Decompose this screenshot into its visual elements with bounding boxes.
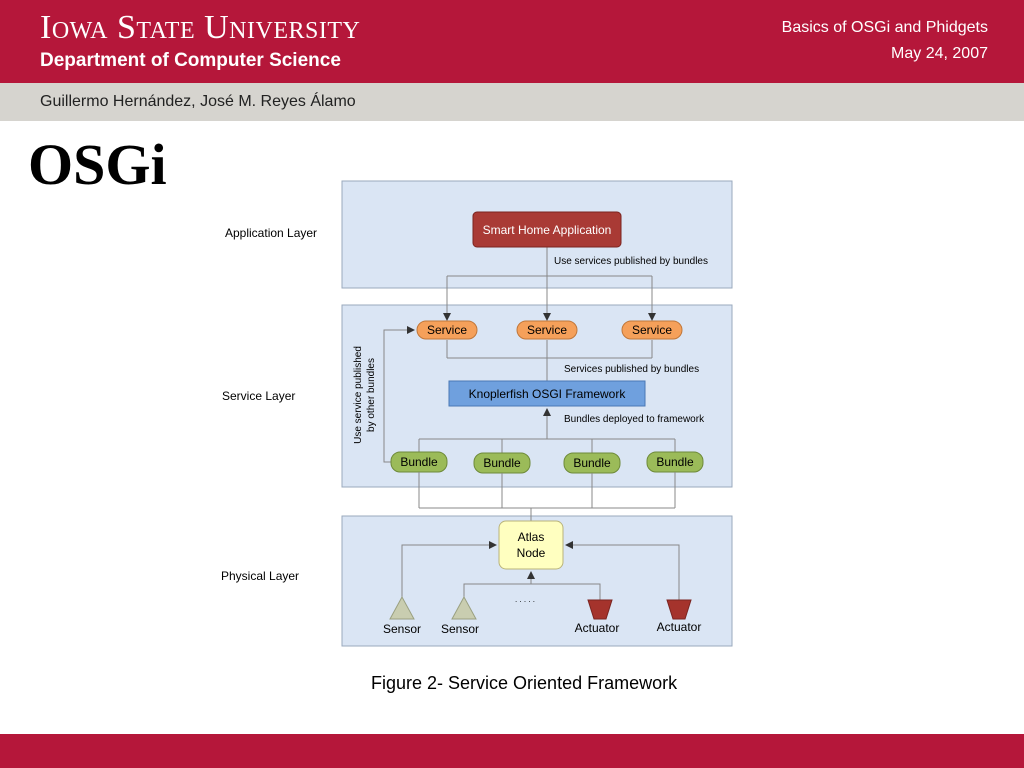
device-atlas-connectors	[401, 541, 680, 600]
bundle-framework-connectors	[418, 408, 676, 453]
slide-title: OSGi	[28, 132, 167, 197]
bundle-pill-2: Bundle	[473, 452, 531, 474]
bundle-pill-1: Bundle	[390, 451, 448, 473]
service-pill-1: Service	[416, 320, 478, 340]
footer-bar	[0, 734, 1024, 768]
sensor-label-1: Sensor	[383, 622, 421, 636]
sensor-icon-2	[451, 595, 477, 620]
atlas-label-line2: Node	[517, 546, 546, 560]
service-label-3: Service	[632, 323, 672, 337]
service-label-1: Service	[427, 323, 467, 337]
vertical-label-line2: by other bundles	[366, 358, 377, 432]
bundle-label-1: Bundle	[400, 455, 438, 469]
use-services-label: Use services published by bundles	[554, 256, 708, 267]
actuator-icon-2	[666, 599, 692, 620]
sensor-icon-1	[389, 595, 415, 620]
bundle-pill-3: Bundle	[563, 452, 621, 474]
bundle-atlas-connectors	[418, 472, 676, 521]
bundle-pill-4: Bundle	[646, 451, 704, 473]
sensor-label-2: Sensor	[441, 622, 479, 636]
smart-home-application-box	[472, 211, 622, 248]
actuator-label-2: Actuator	[657, 620, 702, 634]
framework-service-connectors	[446, 340, 653, 381]
service-pill-2: Service	[516, 320, 578, 340]
atlas-node-box	[498, 520, 564, 570]
physical-layer-label: Physical Layer	[221, 569, 299, 583]
actuator-label-1: Actuator	[575, 621, 620, 635]
bundle-label-4: Bundle	[656, 455, 694, 469]
framework-box	[448, 380, 646, 407]
atlas-label-line1: Atlas	[518, 530, 545, 544]
vertical-label-line1: Use service published	[353, 346, 364, 444]
authors: Guillermo Hernández, José M. Reyes Álamo	[40, 93, 356, 110]
smart-home-application-label: Smart Home Application	[483, 223, 612, 237]
authors-bar: Guillermo Hernández, José M. Reyes Álamo	[0, 83, 1024, 121]
presentation-date: May 24, 2007	[891, 45, 988, 62]
app-service-connectors	[443, 247, 656, 321]
header-banner: Iowa State University Department of Comp…	[0, 0, 1024, 83]
bundle-uses-service-connector	[383, 326, 415, 463]
service-label-2: Service	[527, 323, 567, 337]
service-layer-label: Service Layer	[222, 389, 295, 403]
services-published-label: Services published by bundles	[564, 364, 699, 375]
university-logo-text: Iowa State University	[40, 9, 361, 46]
figure-caption: Figure 2- Service Oriented Framework	[371, 673, 678, 693]
application-layer-label: Application Layer	[225, 226, 317, 240]
framework-label: Knoplerfish OSGI Framework	[469, 387, 627, 401]
bundle-label-3: Bundle	[573, 456, 611, 470]
bundles-deployed-label: Bundles deployed to framework	[564, 414, 705, 425]
service-pill-3: Service	[621, 320, 683, 340]
bundle-label-2: Bundle	[483, 456, 521, 470]
actuator-icon-1	[587, 599, 613, 620]
department-name: Department of Computer Science	[40, 50, 341, 71]
presentation-title: Basics of OSGi and Phidgets	[781, 19, 988, 36]
dots-ellipsis: . . . . .	[515, 595, 535, 604]
